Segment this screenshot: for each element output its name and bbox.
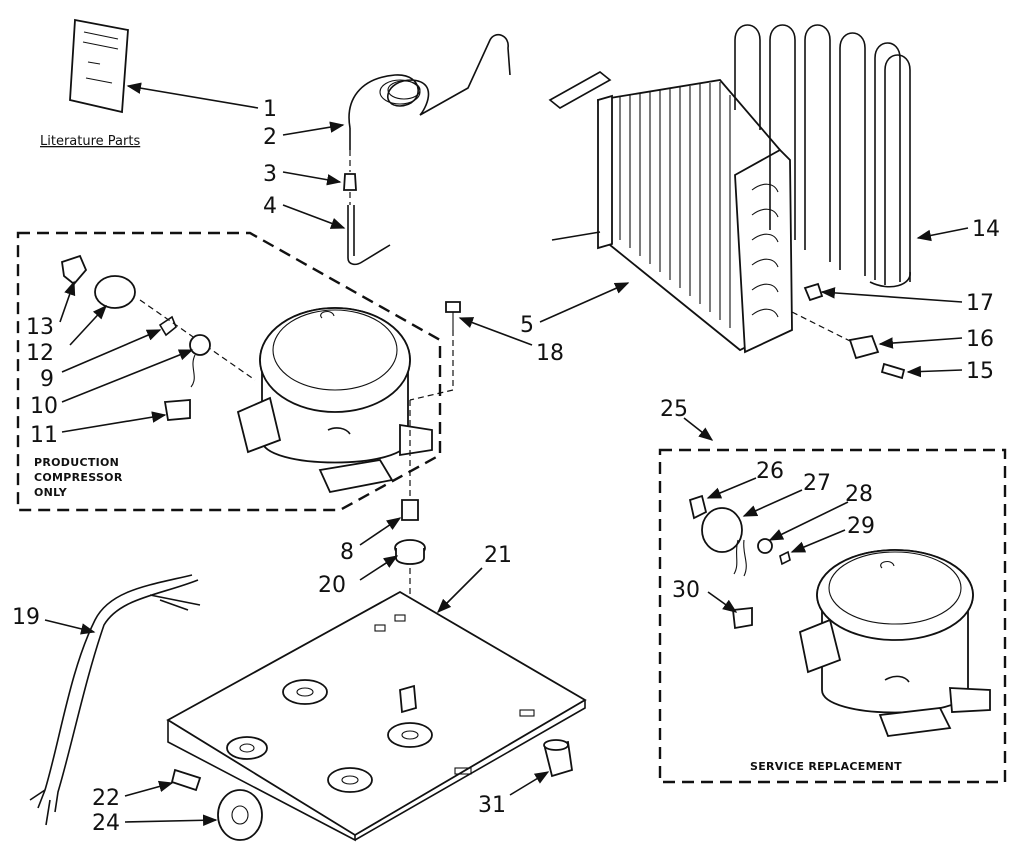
callout-11: 11	[30, 423, 58, 448]
leader-lines	[44, 82, 969, 827]
production-compressor-box	[16, 231, 442, 512]
production-caption-line-3: ONLY	[34, 486, 68, 499]
service-replacement-box	[658, 448, 1007, 784]
service-compressor	[798, 549, 991, 737]
condenser	[548, 71, 793, 354]
callout-10: 10	[30, 394, 58, 419]
leveling-foot	[543, 739, 574, 778]
callout-28: 28	[845, 482, 873, 507]
callout-5: 5	[520, 313, 534, 338]
mounting-screw	[409, 301, 461, 500]
callout-16: 16	[966, 327, 994, 352]
callout-9: 9	[40, 367, 54, 392]
production-compressor	[236, 307, 433, 494]
service-replacement-caption: SERVICE REPLACEMENT	[750, 760, 902, 773]
callout-24: 24	[92, 811, 120, 836]
callout-21: 21	[484, 543, 512, 568]
callout-12: 12	[26, 341, 54, 366]
callout-4: 4	[263, 194, 277, 219]
capillary-tube	[343, 33, 511, 266]
spacer-part	[170, 768, 202, 792]
callout-8: 8	[340, 540, 354, 565]
callout-20: 20	[318, 573, 346, 598]
callout-14: 14	[972, 217, 1000, 242]
callout-13: 13	[26, 315, 54, 340]
production-caption-line-1: PRODUCTION	[34, 456, 119, 469]
callout-3: 3	[263, 162, 277, 187]
service-kit-parts	[688, 494, 791, 630]
callout-1: 1	[263, 97, 277, 122]
clamp-parts	[791, 282, 906, 380]
callout-27: 27	[803, 471, 831, 496]
base-plate	[166, 590, 587, 842]
callout-30: 30	[672, 578, 700, 603]
roller-wheel	[217, 789, 263, 841]
callout-17: 17	[966, 291, 994, 316]
callout-25: 25	[660, 397, 688, 422]
callout-15: 15	[966, 359, 994, 384]
condenser-coil	[734, 24, 911, 288]
callout-31: 31	[478, 793, 506, 818]
literature-parts-caption: Literature Parts	[40, 134, 140, 149]
production-caption-line-2: COMPRESSOR	[34, 471, 123, 484]
callout-19: 19	[12, 605, 40, 630]
literature-booklet	[69, 18, 129, 114]
callout-18: 18	[536, 341, 564, 366]
overload-parts	[61, 254, 256, 421]
callout-29: 29	[847, 514, 875, 539]
callout-2: 2	[263, 125, 277, 150]
callout-22: 22	[92, 786, 120, 811]
callout-26: 26	[756, 459, 784, 484]
